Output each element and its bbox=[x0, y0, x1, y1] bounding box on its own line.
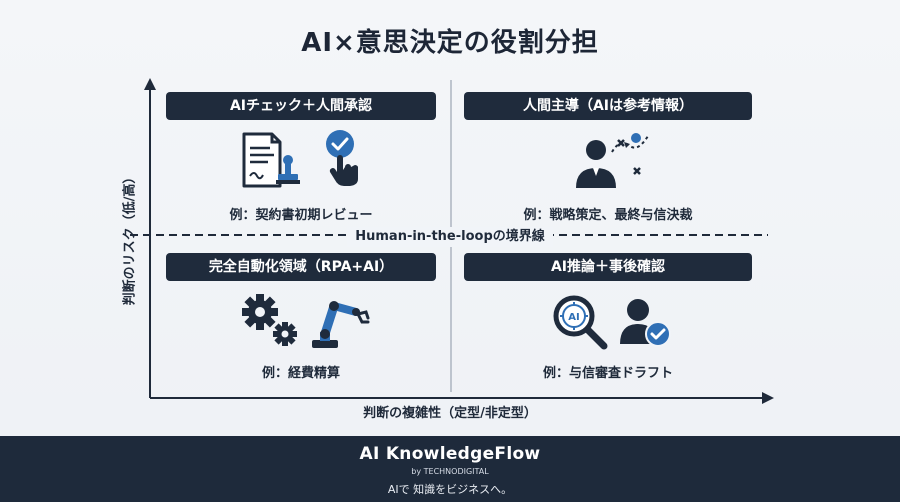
diagram-title: AI×意思決定の役割分担 bbox=[301, 28, 599, 58]
strategy-leader-icon bbox=[572, 130, 652, 194]
quadrant-top-right-example: 例：戦略策定、最終与信決裁 bbox=[523, 208, 693, 223]
y-axis-arrowhead bbox=[144, 78, 156, 90]
x-axis-arrowhead bbox=[762, 392, 774, 404]
approve-click-icon bbox=[320, 128, 366, 194]
document-stamp-icon bbox=[240, 130, 302, 194]
boundary-label: Human-in-the-loopの境界線 bbox=[347, 227, 553, 247]
quadrant-bottom-left-example: 例：経費精算 bbox=[261, 366, 340, 381]
boundary-label-wrap: Human-in-the-loopの境界線 bbox=[0, 225, 900, 247]
quadrant-top-left-example: 例：契約書初期レビュー bbox=[229, 208, 373, 223]
quadrant-bottom-right-heading: AI推論＋事後確認 bbox=[464, 253, 752, 281]
footer-bar: AI KnowledgeFlow by TECHNODIGITAL AIで 知識… bbox=[0, 436, 900, 502]
quadrant-bottom-right-example: 例：与信審査ドラフト bbox=[542, 366, 673, 381]
gears-icon bbox=[240, 292, 300, 352]
ai-chip-label: AI bbox=[568, 312, 579, 323]
user-verified-icon bbox=[618, 294, 674, 354]
x-axis-label: 判断の複雑性（定型/非定型） bbox=[363, 406, 537, 421]
quadrant-bottom-left-heading: 完全自動化領域（RPA+AI） bbox=[166, 253, 436, 281]
quadrant-top-left-heading: AIチェック＋人間承認 bbox=[166, 92, 436, 120]
ai-magnifier-icon: AI bbox=[550, 292, 610, 354]
robot-arm-icon bbox=[308, 292, 372, 354]
footer-byline: by TECHNODIGITAL bbox=[411, 467, 489, 476]
footer-brand: AI KnowledgeFlow bbox=[359, 444, 541, 464]
footer-slogan: AIで 知識をビジネスへ。 bbox=[387, 483, 513, 496]
quadrant-top-right-heading: 人間主導（AIは参考情報） bbox=[464, 92, 752, 120]
